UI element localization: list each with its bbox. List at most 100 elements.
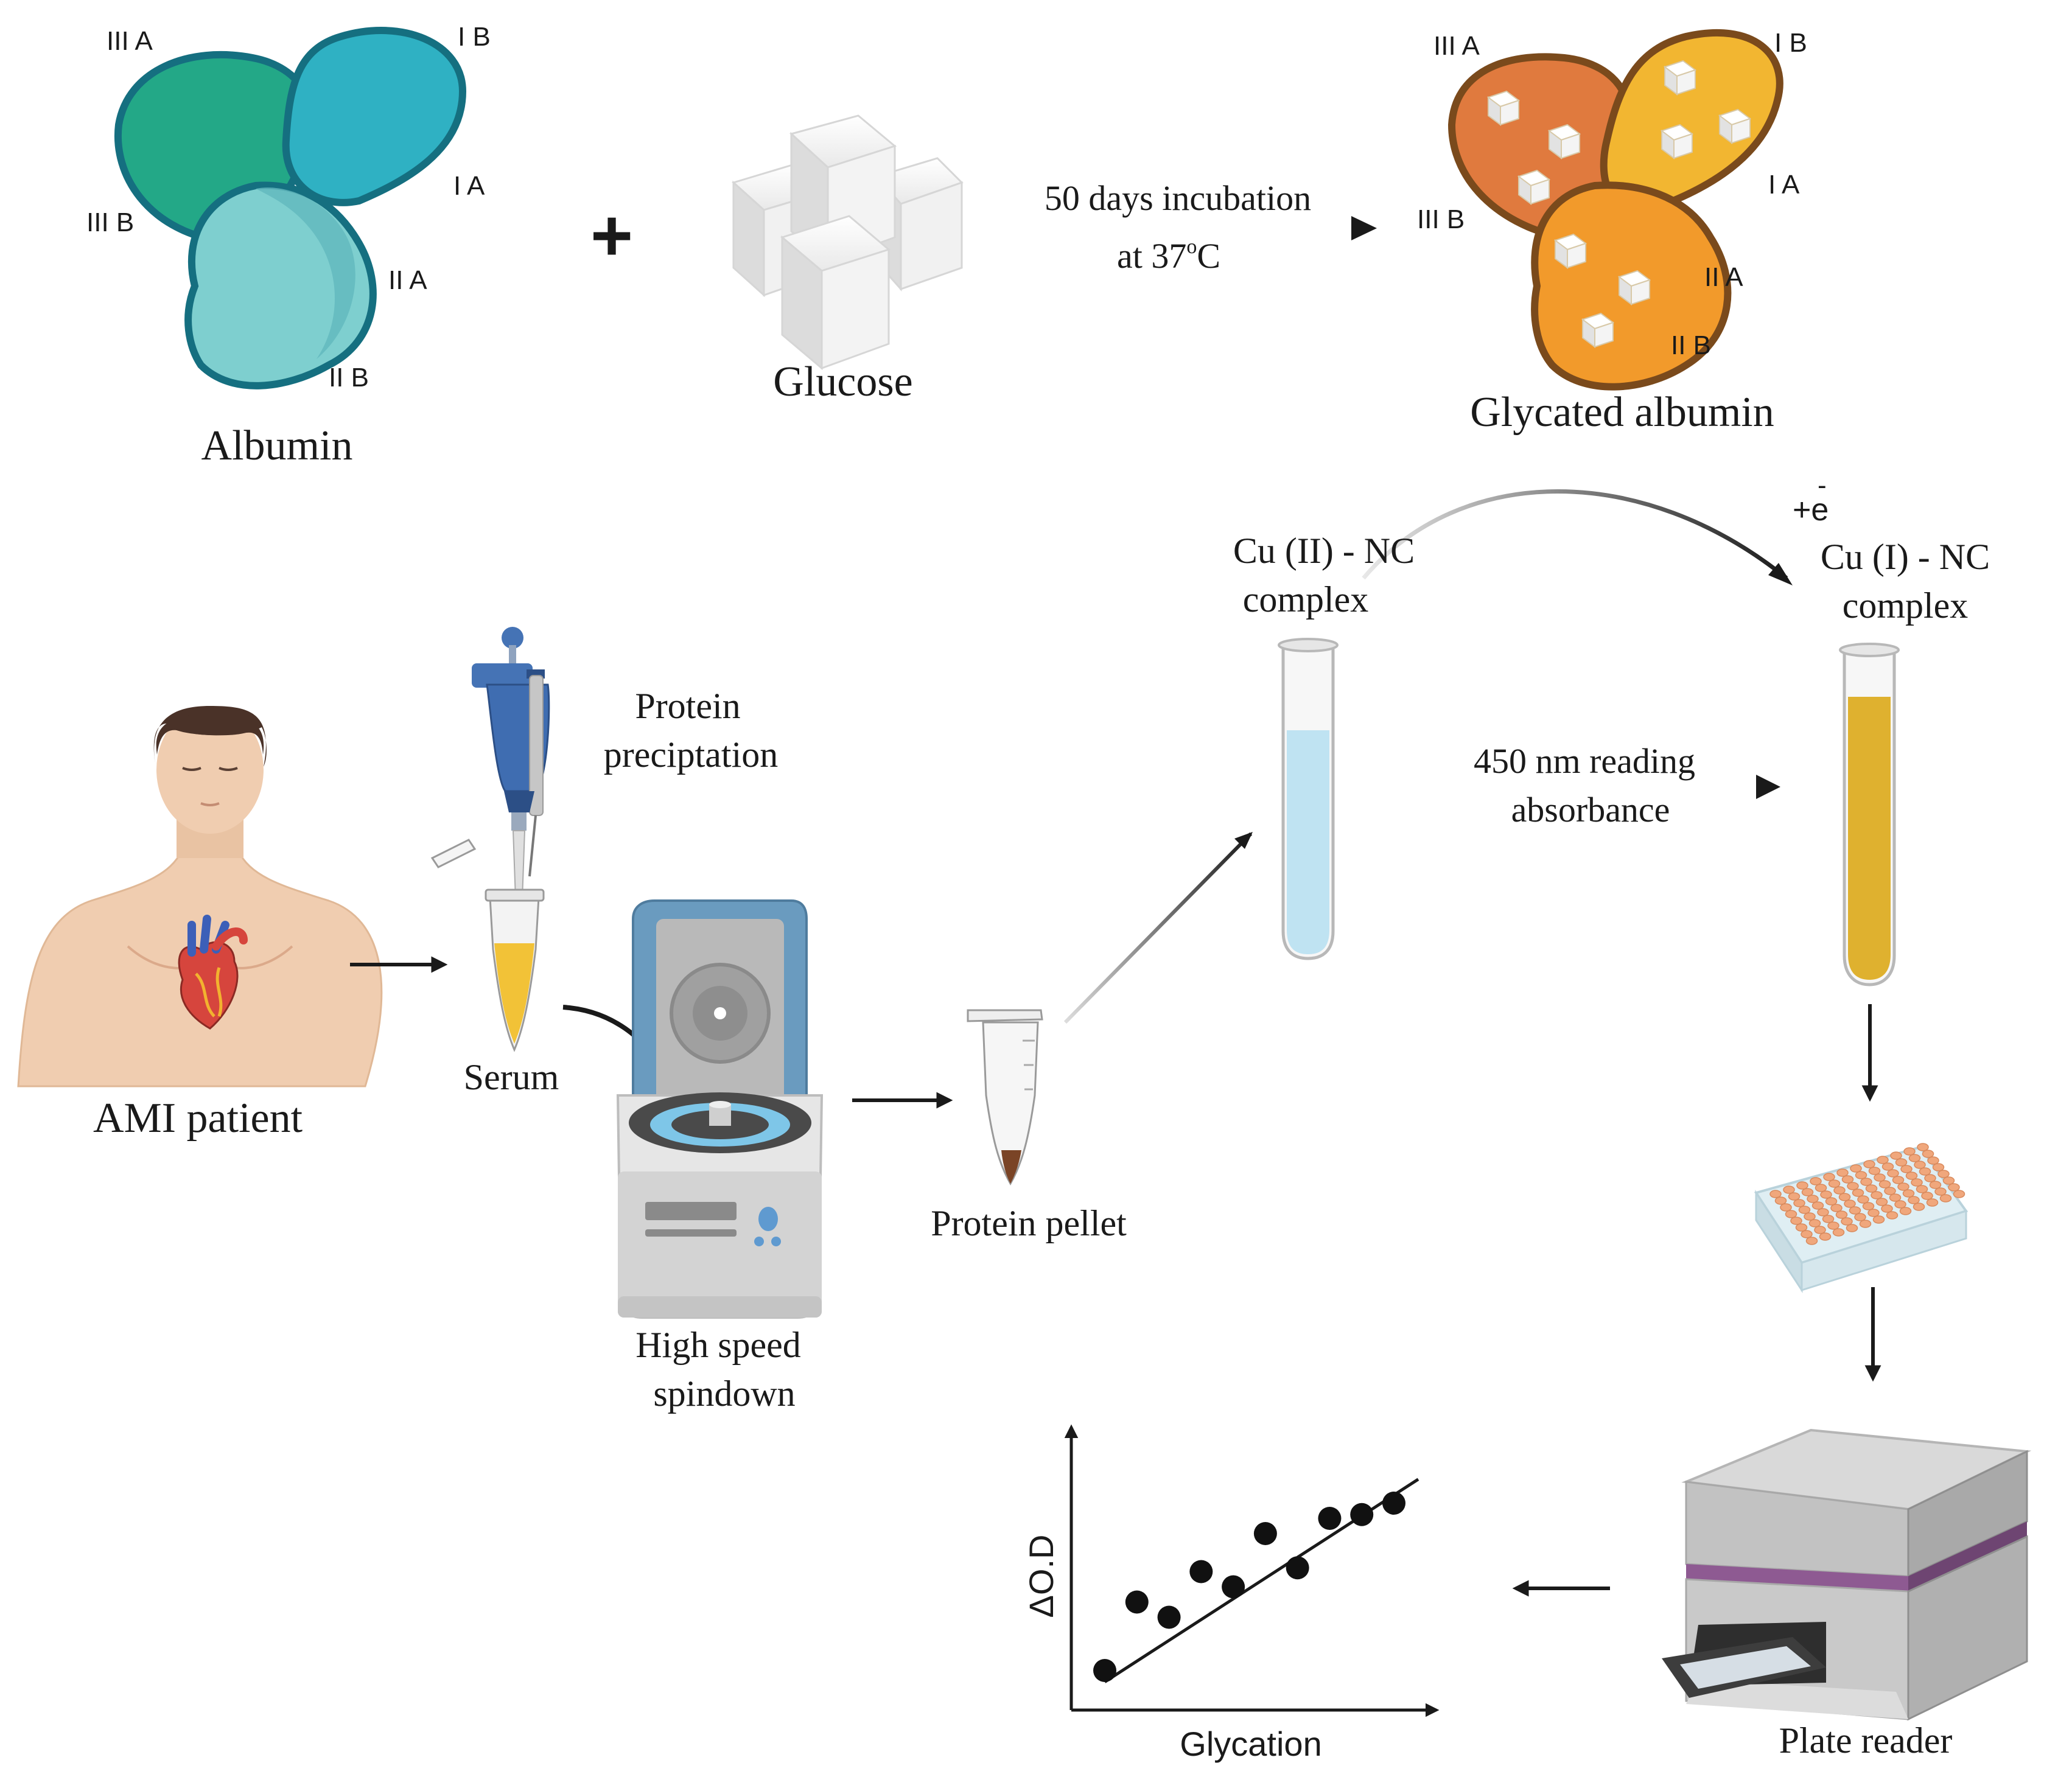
albumin-label-iiia: III A	[107, 26, 153, 56]
plate-well	[1819, 1232, 1832, 1241]
cu2-line2: complex	[1243, 579, 1369, 620]
plate-well	[1932, 1163, 1945, 1171]
glucose-label: Glucose	[773, 358, 912, 405]
plate-well	[1871, 1191, 1883, 1199]
plate-well	[1827, 1221, 1839, 1230]
electron-label: +e	[1793, 492, 1829, 528]
precipitation-line1: Protein	[635, 686, 740, 726]
plate-well	[1867, 1209, 1880, 1217]
centrifuge-icon	[616, 899, 824, 1319]
plate-well	[1815, 1184, 1827, 1192]
x-axis-label: Glycation	[1180, 1725, 1321, 1763]
data-point	[1318, 1507, 1342, 1530]
microtube-icon	[967, 1009, 1043, 1186]
plate-well	[1801, 1230, 1813, 1238]
reading-line1: 450 nm reading	[1474, 741, 1695, 781]
data-point	[1189, 1560, 1213, 1583]
plate-well	[1890, 1151, 1902, 1160]
plate-well	[1822, 1215, 1835, 1223]
plate-well	[1804, 1212, 1816, 1221]
plate-well	[1832, 1228, 1845, 1237]
plate-well	[1863, 1160, 1875, 1168]
centrifuge-line2: spindown	[653, 1374, 795, 1414]
plate-well	[1934, 1187, 1947, 1196]
plate-well	[1849, 1206, 1861, 1215]
incubation-line1: 50 days incubation	[1045, 178, 1311, 218]
plate-well	[1892, 1176, 1905, 1184]
pellet-label: Protein pellet	[931, 1203, 1127, 1243]
plate-well	[1838, 1193, 1851, 1201]
plate-well	[1820, 1190, 1832, 1199]
electron-bar: -	[1818, 470, 1827, 500]
plate-well	[1855, 1171, 1867, 1179]
cu1-line1: Cu (I) - NC	[1821, 537, 1990, 577]
plate-well	[1814, 1226, 1826, 1234]
glycated-albumin-protein	[1447, 29, 1783, 391]
cu2-test-tube	[1278, 638, 1339, 960]
plate-well	[1828, 1179, 1841, 1188]
plate-well	[1953, 1190, 1965, 1198]
plate-well	[1783, 1185, 1795, 1194]
plate-well	[1948, 1183, 1960, 1192]
plate-well	[1919, 1167, 1931, 1176]
plate-well	[1875, 1198, 1888, 1206]
data-point	[1093, 1659, 1116, 1682]
plate-well	[1884, 1187, 1896, 1195]
plate-well	[1860, 1178, 1872, 1186]
plate-well	[1847, 1182, 1859, 1190]
plate-well	[1914, 1161, 1926, 1169]
plate-well	[1889, 1193, 1902, 1202]
pellet-to-cu2-arrow	[1063, 832, 1253, 1024]
plate-well	[1810, 1177, 1822, 1185]
cu1-test-tube	[1839, 643, 1900, 986]
plate-well	[1825, 1197, 1838, 1206]
plate-well	[1927, 1156, 1939, 1165]
plate-well	[1823, 1173, 1835, 1181]
plate-well	[1817, 1208, 1829, 1217]
reduction-arc-arrow	[1362, 489, 1788, 580]
plate-well	[1874, 1173, 1886, 1182]
plate-well	[1899, 1207, 1912, 1215]
albumin-protein	[114, 27, 467, 389]
plate-well	[1844, 1199, 1856, 1208]
plate-well	[1830, 1204, 1843, 1212]
albumin-label-iib: II B	[329, 363, 369, 393]
plate-well	[1924, 1174, 1936, 1182]
plate-well	[1926, 1198, 1939, 1207]
glycated-label-iiib: III B	[1417, 204, 1465, 234]
patient-heart-icon	[17, 706, 383, 1087]
sugar-cubes-icon	[732, 114, 964, 371]
plate-well	[1808, 1219, 1821, 1227]
plate-well	[1917, 1143, 1929, 1151]
albumin-label-iia: II A	[388, 265, 427, 295]
plate-well	[1881, 1162, 1894, 1171]
plate-well	[1895, 1158, 1908, 1167]
plate-well	[1785, 1210, 1797, 1218]
plate-well	[1865, 1184, 1878, 1193]
data-point	[1222, 1575, 1245, 1599]
reading-line2: absorbance	[1511, 790, 1670, 829]
glycated-label-iia: II A	[1704, 262, 1743, 292]
plate-well	[1788, 1192, 1801, 1201]
plate-well	[1811, 1201, 1824, 1210]
plate-well	[1868, 1167, 1881, 1175]
data-point	[1253, 1522, 1277, 1545]
y-axis-label: ΔO.D	[1022, 1535, 1060, 1618]
plate-well	[1780, 1203, 1792, 1212]
plate-well	[1872, 1215, 1885, 1224]
cu2-line1: Cu (II) - NC	[1233, 531, 1415, 571]
plate-well	[1859, 1220, 1872, 1228]
plate-well	[1841, 1217, 1853, 1226]
data-point	[1125, 1590, 1149, 1614]
plate-well	[1850, 1164, 1862, 1173]
plate-well	[1886, 1211, 1899, 1220]
plate-well	[1801, 1188, 1814, 1196]
plate-well	[1905, 1171, 1918, 1180]
plate-well	[1805, 1237, 1818, 1245]
plus-sign: +	[590, 195, 633, 276]
plate-well	[1894, 1200, 1906, 1209]
plate-well	[1852, 1189, 1864, 1197]
plate-well	[1897, 1182, 1909, 1191]
plate-well	[1942, 1176, 1955, 1185]
plate-well	[1916, 1185, 1928, 1193]
